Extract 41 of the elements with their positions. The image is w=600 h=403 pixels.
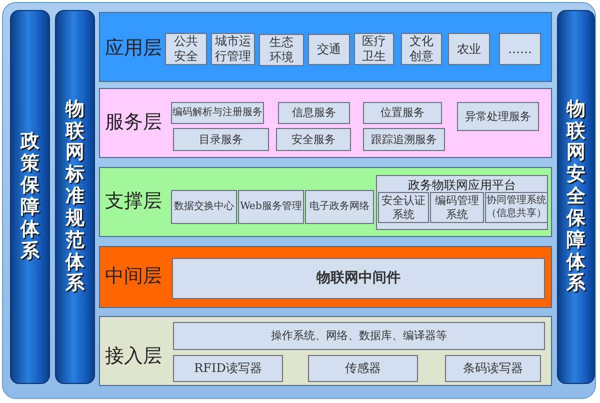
layer-title: 接入层 bbox=[105, 344, 162, 369]
layer-panel bbox=[99, 316, 552, 386]
layer-panel bbox=[99, 167, 552, 237]
layer-title: 服务层 bbox=[105, 110, 162, 135]
pillar-bar: 政策保障体系 bbox=[10, 10, 50, 384]
module-box: 文化创意 bbox=[401, 33, 442, 65]
pillar-bar: 物联网标准规范体系 bbox=[55, 10, 95, 384]
layer-title: 应用层 bbox=[105, 36, 162, 61]
module-box: 物联网中间件 bbox=[172, 258, 545, 299]
layer-panel bbox=[99, 12, 552, 82]
module-box: 电子政务网络 bbox=[305, 190, 374, 224]
module-box: RFID读写器 bbox=[173, 355, 283, 382]
module-box: 异常处理服务 bbox=[457, 102, 539, 131]
module-box: 交通 bbox=[308, 34, 350, 65]
module-box: Web服务管理 bbox=[238, 190, 304, 224]
panel-title: 政务物联网应用平台 bbox=[407, 177, 517, 194]
module-box: 医疗卫生 bbox=[354, 33, 394, 65]
module-box: 跟踪追溯服务 bbox=[363, 128, 445, 151]
module-box: 生态环境 bbox=[259, 34, 304, 66]
module-box: 信息服务 bbox=[278, 102, 350, 124]
platform-panel bbox=[376, 175, 548, 230]
module-box: 城市运行管理 bbox=[211, 33, 255, 65]
module-box: 安全服务 bbox=[276, 128, 351, 151]
module-box: 编码解析与注册服务 bbox=[171, 102, 264, 124]
module-box: 协同管理系统（信息共享） bbox=[485, 192, 548, 223]
module-box: 位置服务 bbox=[363, 102, 442, 124]
module-box: 目录服务 bbox=[173, 128, 269, 151]
module-box: 条码读写器 bbox=[445, 355, 541, 382]
layer-panel bbox=[99, 246, 552, 308]
pillar-bar: 物联网安全保障体系 bbox=[557, 10, 595, 384]
module-box: 农业 bbox=[448, 33, 490, 65]
module-box: …… bbox=[499, 33, 541, 65]
module-box: 公共安全 bbox=[165, 33, 207, 65]
module-box: 数据交换中心 bbox=[171, 190, 237, 224]
layer-title: 中间层 bbox=[105, 264, 162, 289]
layer-panel bbox=[99, 88, 552, 158]
layer-title: 支撑层 bbox=[105, 189, 162, 214]
module-box: 安全认证系统 bbox=[378, 192, 429, 223]
module-box: 编码管理系统 bbox=[430, 192, 484, 223]
module-box: 操作系统、网络、数据库、编译器等 bbox=[173, 322, 545, 350]
module-box: 传感器 bbox=[308, 355, 418, 382]
